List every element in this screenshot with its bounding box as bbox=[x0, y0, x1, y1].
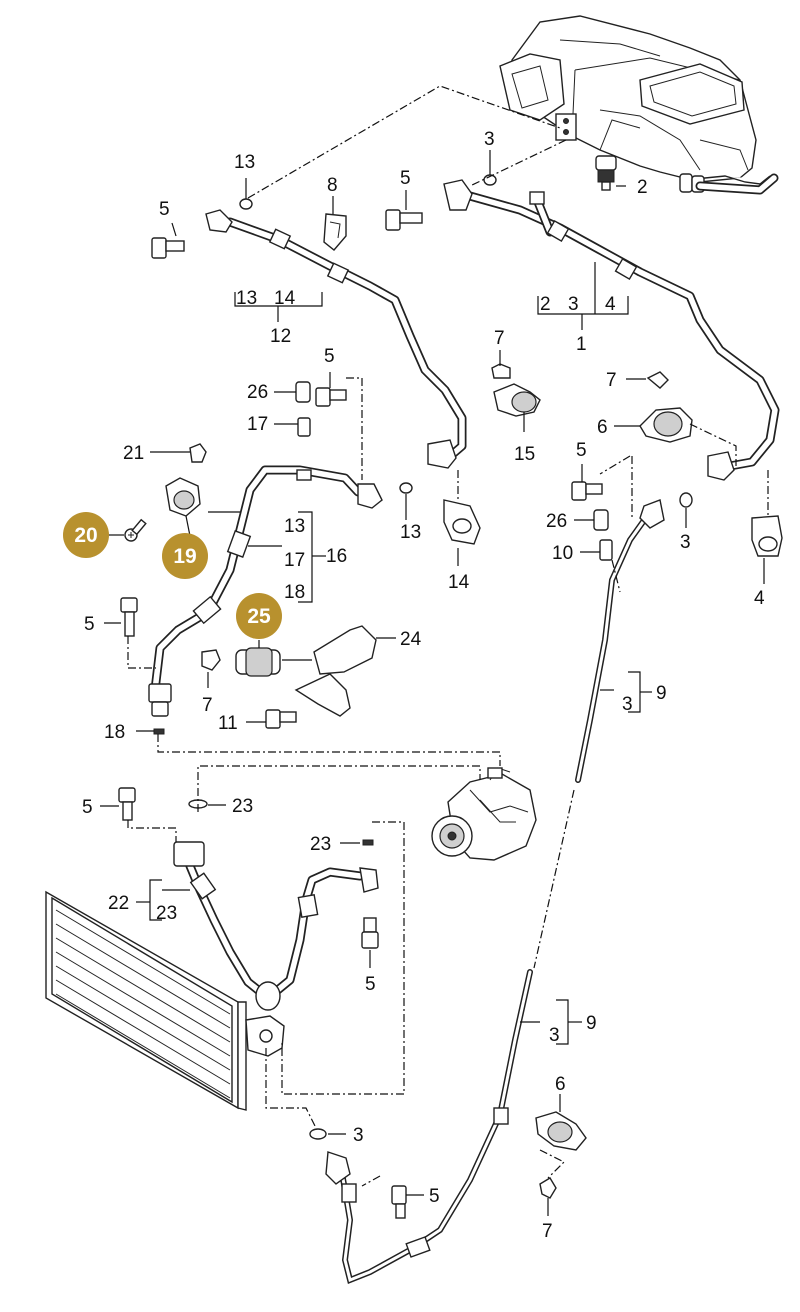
hose-sleeves bbox=[189, 219, 638, 1258]
callout-5: 5 bbox=[429, 1186, 440, 1207]
callout-5: 5 bbox=[576, 440, 587, 461]
callout-4: 4 bbox=[754, 588, 765, 609]
callout-23: 23 bbox=[232, 796, 253, 817]
callout-3: 3 bbox=[353, 1125, 364, 1146]
callout-5: 5 bbox=[324, 346, 335, 367]
bolt-5h bbox=[391, 1185, 407, 1219]
highlight-callout-19[interactable]: 19 bbox=[162, 533, 208, 579]
bolt-5f bbox=[118, 787, 136, 821]
callout-23: 23 bbox=[310, 834, 331, 855]
callout-6: 6 bbox=[597, 417, 608, 438]
callout-13: 13 bbox=[234, 152, 255, 173]
bolt-5a bbox=[151, 237, 185, 259]
callout-9: 9 bbox=[586, 1013, 597, 1034]
assembly-dash-lines bbox=[127, 85, 769, 1187]
callout-18: 18 bbox=[284, 582, 305, 603]
callout-23: 23 bbox=[156, 903, 177, 924]
callout-9: 9 bbox=[656, 683, 667, 704]
compressor bbox=[431, 767, 537, 861]
seal-18 bbox=[153, 728, 165, 735]
callout-3: 3 bbox=[568, 294, 579, 315]
o-ring-3c bbox=[309, 1128, 327, 1140]
callout-4: 4 bbox=[605, 294, 616, 315]
highlight-callout-20[interactable]: 20 bbox=[63, 512, 109, 558]
svg-text:19: 19 bbox=[173, 545, 196, 568]
callout-10: 10 bbox=[552, 543, 573, 564]
callout-1: 1 bbox=[576, 334, 587, 355]
callout-13: 13 bbox=[284, 516, 305, 537]
callout-7: 7 bbox=[202, 695, 213, 716]
callout-5: 5 bbox=[159, 199, 170, 220]
callout-18: 18 bbox=[104, 722, 125, 743]
callout-11: 11 bbox=[218, 713, 238, 734]
highlighted-callouts: 20 19 25 bbox=[63, 512, 282, 639]
parts bbox=[45, 155, 783, 1219]
o-ring-13a bbox=[239, 198, 253, 210]
callout-7: 7 bbox=[542, 1221, 553, 1242]
callout-3: 3 bbox=[484, 129, 495, 150]
callout-7: 7 bbox=[494, 328, 505, 349]
bolt-5d bbox=[571, 481, 603, 501]
condenser bbox=[45, 890, 247, 1111]
bolt-11 bbox=[265, 709, 297, 729]
callout-5: 5 bbox=[400, 168, 411, 189]
refrigerant-lines bbox=[150, 191, 780, 1285]
callout-3: 3 bbox=[622, 694, 633, 715]
bolt-5b bbox=[385, 209, 423, 231]
callout-3: 3 bbox=[680, 532, 691, 553]
callout-labels: 5 13 8 3 5 2 13 14 12 2 3 4 1 5 7 7 26 1… bbox=[82, 129, 765, 1242]
seal-23 bbox=[362, 839, 374, 846]
callout-17: 17 bbox=[247, 414, 268, 435]
callout-17: 17 bbox=[284, 550, 305, 571]
callout-26: 26 bbox=[546, 511, 567, 532]
callout-26: 26 bbox=[247, 382, 268, 403]
callout-8: 8 bbox=[327, 175, 338, 196]
callout-14: 14 bbox=[448, 572, 470, 593]
callout-14: 14 bbox=[274, 288, 296, 309]
callout-22: 22 bbox=[108, 893, 129, 914]
callout-16: 16 bbox=[326, 546, 347, 567]
leader-lines bbox=[100, 150, 765, 1216]
o-ring-3b bbox=[679, 492, 693, 508]
svg-text:20: 20 bbox=[74, 524, 97, 547]
svg-text:25: 25 bbox=[247, 605, 271, 628]
evaporator-housing bbox=[499, 15, 779, 195]
callout-2: 2 bbox=[637, 177, 648, 198]
callout-12: 12 bbox=[270, 326, 291, 347]
callout-7: 7 bbox=[606, 370, 617, 391]
callout-5: 5 bbox=[82, 797, 93, 818]
callout-5: 5 bbox=[84, 614, 95, 635]
highlight-callout-25[interactable]: 25 bbox=[236, 593, 282, 639]
callout-13: 13 bbox=[400, 522, 421, 543]
callout-5: 5 bbox=[365, 974, 376, 995]
bolt-5g bbox=[361, 917, 379, 949]
bolt-5e bbox=[120, 597, 138, 637]
callout-2: 2 bbox=[540, 294, 551, 315]
o-ring-13b bbox=[399, 482, 413, 494]
callout-21: 21 bbox=[123, 443, 144, 464]
callout-24: 24 bbox=[400, 629, 422, 650]
bolt-5c bbox=[315, 387, 347, 407]
callout-3: 3 bbox=[549, 1025, 560, 1046]
callout-13: 13 bbox=[236, 288, 257, 309]
callout-6: 6 bbox=[555, 1074, 566, 1095]
callout-15: 15 bbox=[514, 444, 535, 465]
